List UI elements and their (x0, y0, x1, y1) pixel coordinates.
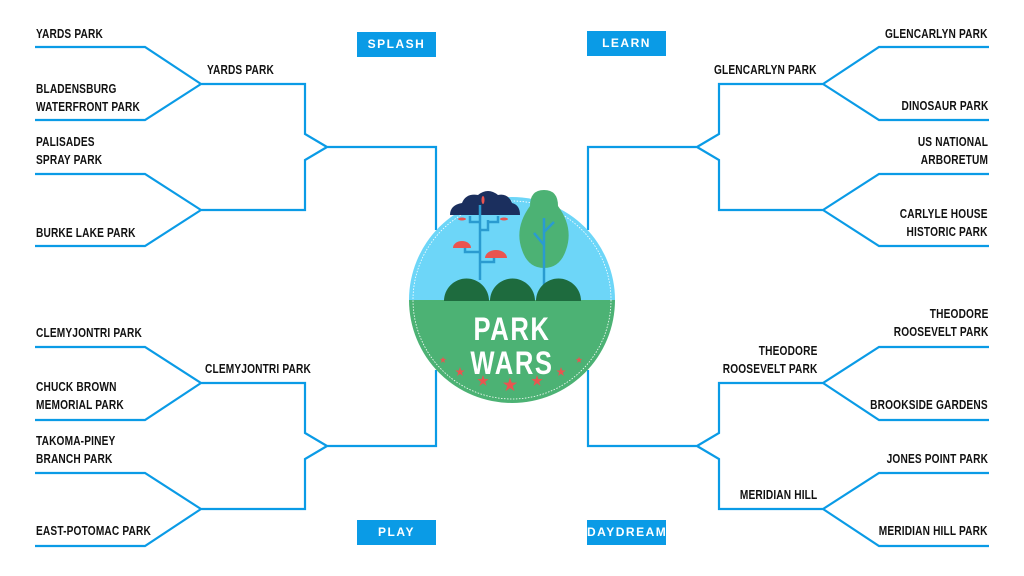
team-label: THEODORE ROOSEVELT PARK (893, 306, 988, 339)
team-label: US NATIONAL ARBORETUM (917, 134, 988, 167)
team-label: JONES POINT PARK (886, 451, 988, 466)
navy-tree-icon (450, 191, 520, 280)
team-label: MERIDIAN HILL PARK (879, 523, 988, 538)
team-label: BLADENSBURG WATERFRONT PARK (36, 81, 140, 114)
bracket-line (586, 345, 989, 548)
bracket-line (35, 345, 438, 548)
hills-icon (444, 278, 581, 301)
bracket-line (586, 45, 989, 248)
team-label: BROOKSIDE GARDENS (870, 397, 988, 412)
winner-label: CLEMYJONTRI PARK (205, 361, 311, 376)
winner-label: YARDS PARK (207, 62, 274, 77)
team-label: DINOSAUR PARK (901, 98, 988, 113)
team-label: EAST-POTOMAC PARK (36, 523, 151, 538)
category-daydream: DAYDREAM (587, 520, 666, 545)
team-label: CARLYLE HOUSE HISTORIC PARK (900, 206, 988, 239)
park-wars-logo (409, 190, 615, 403)
winner-label: MERIDIAN HILL (739, 487, 817, 502)
category-learn: LEARN (587, 31, 666, 56)
team-label: PALISADES SPRAY PARK (36, 134, 103, 167)
bracket-line (35, 45, 438, 248)
category-splash: SPLASH (357, 32, 436, 57)
winner-label: GLENCARLYN PARK (714, 62, 817, 77)
category-play: PLAY (357, 520, 436, 545)
green-tree-icon (519, 190, 569, 285)
team-label: CLEMYJONTRI PARK (36, 325, 142, 340)
team-label: GLENCARLYN PARK (885, 26, 988, 41)
winner-label: THEODORE ROOSEVELT PARK (722, 343, 817, 376)
team-label: TAKOMA-PINEY BRANCH PARK (36, 433, 116, 466)
team-label: BURKE LAKE PARK (36, 225, 136, 240)
team-label: CHUCK BROWN MEMORIAL PARK (36, 379, 124, 412)
team-label: YARDS PARK (36, 26, 103, 41)
logo-title: PARK WARS (470, 311, 554, 381)
